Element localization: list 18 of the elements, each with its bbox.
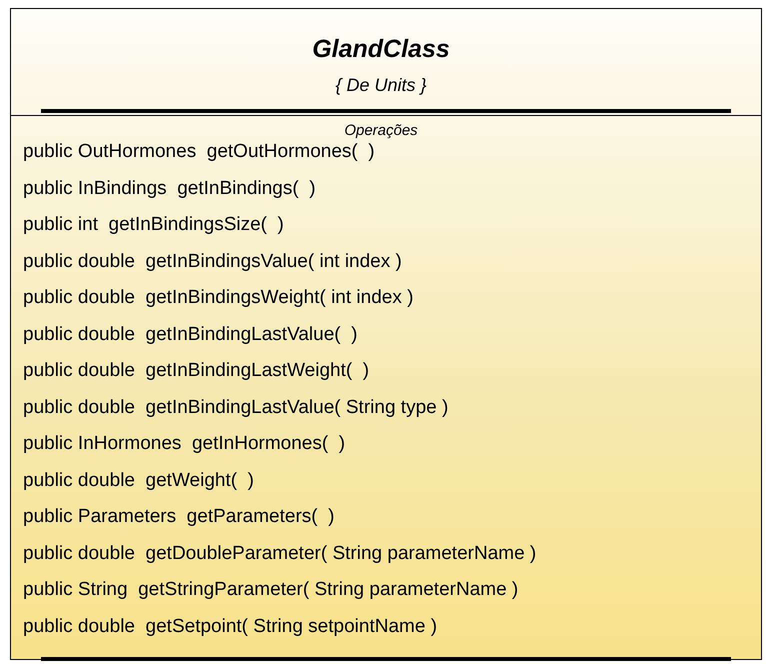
- operation-text: public double getWeight( ): [23, 470, 254, 492]
- operation-text: public double getInBindingLastWeight( ): [23, 360, 370, 382]
- operation-text: public double getInBindingLastValue( ): [23, 324, 358, 346]
- stereotype: { De Units }: [334, 75, 428, 96]
- compartment-heading: Operações: [343, 122, 419, 139]
- operation-text: public double getInBindingLastValue( String type ): [23, 396, 448, 418]
- operation-text: public int getInBindingsSize( ): [23, 214, 284, 236]
- operation-text: public InHormones getInHormones( ): [23, 433, 346, 455]
- operation-text: public double getInBindingsValue( int index ): [23, 250, 402, 272]
- operation-text: public InBindings getInBindings( ): [23, 178, 316, 200]
- operation-text: public double getDoubleParameter( String parameterName ): [23, 542, 536, 564]
- operation-text: public String getStringParameter( String parameterName ): [23, 579, 518, 601]
- operation-text: public double getSetpoint( String setpointName ): [23, 616, 438, 638]
- operation-text: public OutHormones getOutHormones( ): [23, 141, 375, 163]
- operation-text: public double getInBindingsWeight( int index ): [23, 287, 414, 309]
- operation-text: public Parameters getParameters( ): [23, 506, 335, 528]
- class-name: GlandClass: [311, 35, 451, 64]
- class-box: [10, 8, 762, 660]
